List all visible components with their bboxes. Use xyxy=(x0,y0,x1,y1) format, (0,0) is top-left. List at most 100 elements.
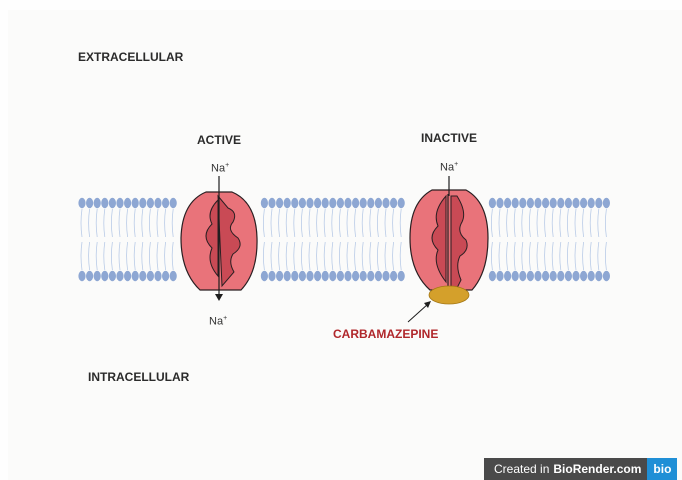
lipid-head xyxy=(603,198,610,208)
lipid-head xyxy=(390,271,397,281)
biorender-watermark: Created in BioRender.com bio xyxy=(484,458,677,480)
lipid-tail xyxy=(347,209,348,237)
lipid-tail xyxy=(362,209,363,237)
lipid-head xyxy=(542,198,549,208)
lipid-head xyxy=(291,198,298,208)
lipid-head xyxy=(367,271,374,281)
lipid-head xyxy=(268,198,275,208)
lipid-tail xyxy=(309,209,310,237)
lipid-tail xyxy=(271,209,272,237)
lipid-head xyxy=(86,198,93,208)
ion-symbol: Na xyxy=(440,162,454,174)
lipid-head xyxy=(322,198,329,208)
lipid-tail xyxy=(301,242,302,270)
lipid-tail xyxy=(317,242,318,270)
lipid-head xyxy=(170,271,177,281)
lipid-head xyxy=(101,271,108,281)
lipid-tail xyxy=(89,242,90,270)
lipid-tail xyxy=(81,242,82,270)
lipid-tail xyxy=(560,242,561,270)
lipid-tail xyxy=(598,242,599,270)
lipid-head xyxy=(162,271,169,281)
lipid-tail xyxy=(332,209,333,237)
lipid-tail xyxy=(507,242,508,270)
lipid-tail xyxy=(339,209,340,237)
lipid-tail xyxy=(149,209,150,237)
lipid-head xyxy=(101,198,108,208)
lipid-head xyxy=(588,198,595,208)
lipid-tail xyxy=(400,209,401,237)
lipid-head xyxy=(86,271,93,281)
lipid-tail xyxy=(149,242,150,270)
watermark-prefix: Created in xyxy=(494,462,549,476)
lipid-head xyxy=(116,271,123,281)
lipid-tail xyxy=(575,209,576,237)
lipid-tail xyxy=(96,242,97,270)
lipid-head xyxy=(527,271,534,281)
lipid-tail xyxy=(552,209,553,237)
lipid-head xyxy=(352,198,359,208)
lipid-tail xyxy=(370,209,371,237)
lipid-head xyxy=(595,198,602,208)
lipid-head xyxy=(147,198,154,208)
watermark-text: Created in BioRender.com xyxy=(484,458,647,480)
lipid-head xyxy=(170,198,177,208)
lipid-head xyxy=(512,271,519,281)
lipid-head xyxy=(306,271,313,281)
lipid-tail xyxy=(96,209,97,237)
lipid-tail xyxy=(537,209,538,237)
lipid-head xyxy=(329,271,336,281)
carbamazepine-molecule xyxy=(429,286,469,304)
lipid-head xyxy=(519,271,526,281)
lipid-tail xyxy=(370,242,371,270)
lipid-head xyxy=(314,198,321,208)
lipid-head xyxy=(595,271,602,281)
lipid-head xyxy=(94,271,101,281)
lipid-tail xyxy=(567,209,568,237)
lipid-head xyxy=(398,271,405,281)
lipid-head xyxy=(132,271,139,281)
lipid-head xyxy=(154,271,161,281)
lipid-head xyxy=(534,198,541,208)
lipid-tail xyxy=(294,209,295,237)
lipid-tail xyxy=(590,209,591,237)
lipid-head xyxy=(519,198,526,208)
lipid-tail xyxy=(347,242,348,270)
lipid-tail xyxy=(294,242,295,270)
lipid-tail xyxy=(491,209,492,237)
lipid-tail xyxy=(127,209,128,237)
lipid-head xyxy=(603,271,610,281)
lipid-head xyxy=(565,271,572,281)
lipid-tail xyxy=(324,242,325,270)
lipid-head xyxy=(337,271,344,281)
inactive-label: INACTIVE xyxy=(421,131,477,145)
lipid-head xyxy=(299,271,306,281)
lipid-tail xyxy=(545,209,546,237)
lipid-head xyxy=(124,198,131,208)
lipid-tail xyxy=(499,242,500,270)
lipid-tail xyxy=(142,209,143,237)
lipid-head xyxy=(375,198,382,208)
lipid-head xyxy=(322,271,329,281)
lipid-head xyxy=(489,271,496,281)
lipid-head xyxy=(261,271,268,281)
ion-charge: + xyxy=(225,162,229,169)
carbamazepine-label: CARBAMAZEPINE xyxy=(333,327,438,341)
biorender-logo-icon: bio xyxy=(647,458,677,480)
lipid-tail xyxy=(157,209,158,237)
lipid-head xyxy=(124,271,131,281)
lipid-head xyxy=(496,271,503,281)
lipid-head xyxy=(527,198,534,208)
lipid-tail xyxy=(301,209,302,237)
lipid-tail xyxy=(157,242,158,270)
lipid-tail xyxy=(134,209,135,237)
lipid-head xyxy=(504,271,511,281)
lipid-tail xyxy=(522,242,523,270)
lipid-head xyxy=(329,198,336,208)
lipid-head xyxy=(512,198,519,208)
lipid-tail xyxy=(537,242,538,270)
lipid-tail xyxy=(111,209,112,237)
lipid-head xyxy=(390,198,397,208)
lipid-head xyxy=(314,271,321,281)
lipid-head xyxy=(261,198,268,208)
